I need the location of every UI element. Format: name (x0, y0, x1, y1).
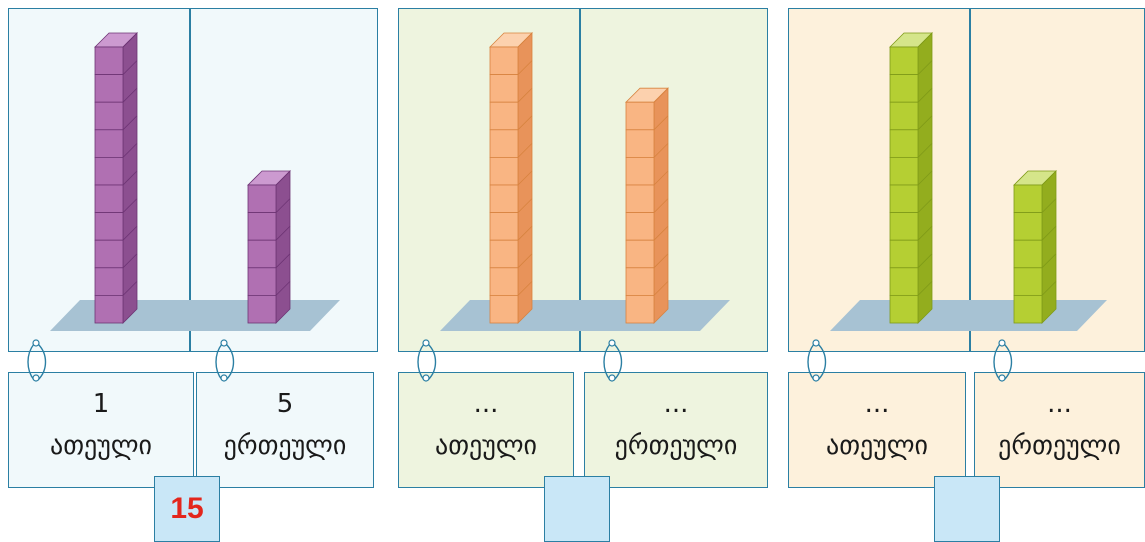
unit-block (94, 46, 124, 76)
unit-block (247, 212, 277, 241)
unit-block (889, 156, 919, 186)
unit-block (889, 239, 919, 269)
unit-block (1013, 212, 1043, 241)
ones-count[interactable]: ... (663, 389, 689, 419)
group-2-panel (398, 8, 768, 352)
unit-block (94, 101, 124, 131)
unit-block (94, 74, 124, 103)
group-1-tens-card: 1 ათეული (8, 372, 194, 488)
unit-block (1013, 294, 1043, 324)
unit-block (489, 239, 519, 269)
unit-block (889, 74, 919, 103)
ring-connector-icon (603, 339, 623, 382)
unit-block (889, 267, 919, 296)
unit-block (1013, 267, 1043, 296)
group-2-answer-box[interactable] (544, 476, 610, 542)
ones-count[interactable]: ... (1047, 389, 1072, 419)
unit-block (94, 156, 124, 186)
unit-block (625, 184, 655, 214)
unit-block (889, 101, 919, 131)
group-3-tens-card: ... ათეული (788, 372, 966, 488)
ring-connector-icon (417, 339, 437, 382)
group-2-divider (579, 9, 581, 351)
unit-block (489, 129, 519, 158)
answer-number: 15 (170, 492, 204, 525)
group-3-answer-box[interactable] (934, 476, 1000, 542)
unit-block (489, 74, 519, 103)
ring-connector-icon (215, 339, 235, 382)
group-3-panel (788, 8, 1145, 352)
unit-block (489, 294, 519, 324)
tens-count[interactable]: ... (473, 389, 499, 419)
ring-connector-icon (27, 339, 47, 382)
unit-block (489, 101, 519, 131)
unit-block (94, 129, 124, 158)
ring-connector-icon (993, 339, 1013, 382)
unit-block (1013, 239, 1043, 269)
unit-block (1013, 184, 1043, 214)
ring-connector-icon (807, 339, 827, 382)
ones-label: ერთეული (614, 431, 738, 461)
group-1-answer-box[interactable]: 15 (154, 476, 220, 542)
tens-count[interactable]: 1 (92, 389, 110, 419)
ones-stack (1013, 170, 1057, 324)
ones-stack (625, 87, 669, 324)
unit-block (489, 212, 519, 241)
unit-block (247, 239, 277, 269)
unit-block (94, 294, 124, 324)
group-1-panel (8, 8, 378, 352)
unit-block (94, 267, 124, 296)
ones-count[interactable]: 5 (276, 389, 294, 419)
unit-block (94, 212, 124, 241)
tens-rod (94, 32, 138, 324)
ones-label: ერთეული (998, 431, 1121, 461)
ones-stack (247, 170, 291, 324)
group-1-divider (189, 9, 191, 351)
tens-count[interactable]: ... (864, 389, 890, 419)
unit-block (489, 46, 519, 76)
unit-block (94, 184, 124, 214)
unit-block (625, 267, 655, 296)
unit-block (489, 184, 519, 214)
unit-block (889, 212, 919, 241)
group-1-ones-card: 5 ერთეული (196, 372, 374, 488)
group-2-tens-card: ... ათეული (398, 372, 574, 488)
tens-label: ათეული (826, 431, 928, 461)
unit-block (625, 129, 655, 158)
tens-rod (489, 32, 533, 324)
unit-block (889, 294, 919, 324)
unit-block (889, 46, 919, 76)
tens-label: ათეული (435, 431, 537, 461)
unit-block (94, 239, 124, 269)
unit-block (625, 294, 655, 324)
unit-block (625, 239, 655, 269)
unit-block (625, 101, 655, 131)
unit-block (889, 184, 919, 214)
ones-label: ერთეული (223, 431, 347, 461)
unit-block (889, 129, 919, 158)
group-2-ones-card: ... ერთეული (584, 372, 768, 488)
floor-shadow (830, 300, 1107, 331)
tens-label: ათეული (50, 431, 152, 461)
group-3-divider (969, 9, 971, 351)
unit-block (247, 294, 277, 324)
tens-rod (889, 32, 933, 324)
group-3-ones-card: ... ერთეული (974, 372, 1145, 488)
